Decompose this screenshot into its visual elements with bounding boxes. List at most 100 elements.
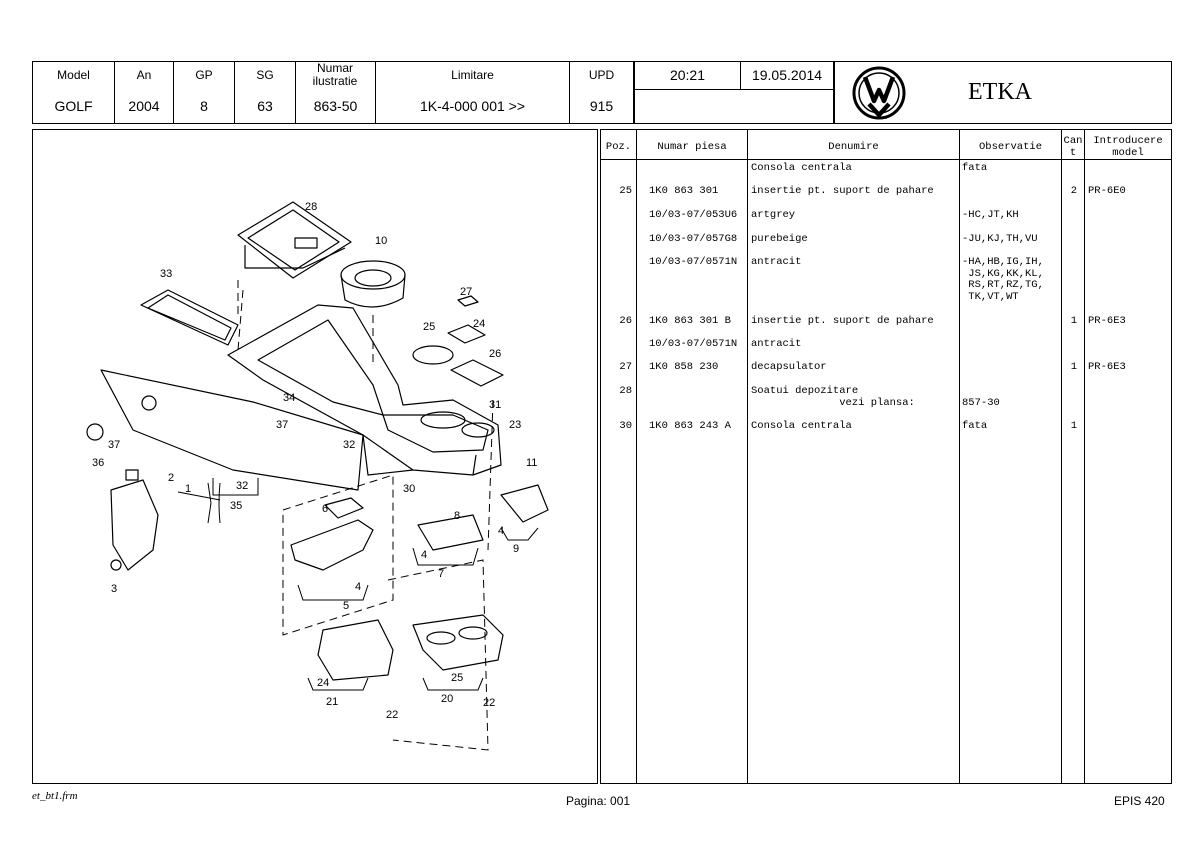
callout-10: 10: [375, 235, 387, 247]
cell-observatie: fata: [962, 420, 988, 432]
cell-denumire: insertie pt. suport de pahare: [751, 185, 934, 197]
cell-cant: 1: [1070, 315, 1077, 327]
callout-22b: 22: [483, 697, 495, 709]
callout-23: 23: [509, 419, 521, 431]
callout-28: 28: [305, 201, 317, 213]
callout-2: 2: [168, 472, 174, 484]
callout-20: 20: [441, 693, 453, 705]
cell-observatie: fata: [962, 162, 988, 174]
cell-poz: 28: [619, 385, 632, 397]
cell-denumire: purebeige: [751, 233, 808, 245]
header-divider: [114, 61, 115, 124]
col-header-poz: Poz.: [605, 141, 632, 153]
header-divider: [569, 61, 570, 124]
header-divider: [740, 61, 741, 89]
callout-1: 1: [185, 483, 191, 495]
cell-introducere-model: PR-6E3: [1088, 315, 1126, 327]
part-26-insert: [450, 359, 504, 387]
col-header-cant: Can t: [1063, 135, 1083, 159]
header-label-model: Model: [57, 68, 90, 82]
col-divider: [747, 130, 748, 783]
callout-5: 5: [343, 600, 349, 612]
vw-logo-icon: [852, 66, 906, 120]
header-date: 19.05.2014: [751, 67, 823, 83]
callout-22: 22: [386, 709, 398, 721]
header-label-numar-ilustratie: Numar ilustratie: [312, 61, 358, 88]
cell-numar-piesa: 1K0 863 243 A: [649, 420, 731, 432]
cell-denumire: decapsulator: [751, 361, 827, 373]
cell-observatie: 857-30: [962, 396, 1000, 409]
footer-page-number: Pagina: 001: [566, 794, 631, 808]
callout-24b: 24: [317, 677, 329, 689]
cell-poz: 26: [619, 315, 632, 327]
cell-observatie: -HA,HB,IG,IH, JS,KG,KK,KL, RS,RT,RZ,TG, …: [962, 256, 1044, 303]
header-label-gp: GP: [195, 68, 213, 82]
col-header-numar-piesa: Numar piesa: [657, 141, 727, 153]
callout-31: 31: [489, 399, 501, 411]
cell-denumire: antracit: [751, 338, 802, 350]
callout-25b: 25: [451, 672, 463, 684]
part-27-opener: [457, 295, 479, 307]
footer-system: EPIS 420: [1114, 794, 1165, 808]
header-value-numar-ilustratie: 863-50: [313, 98, 358, 114]
cell-numar-piesa: 1K0 858 230: [649, 361, 719, 373]
cell-denumire: Consola centrala: [751, 420, 852, 432]
callout-37b: 37: [108, 439, 120, 451]
header-label-sg: SG: [256, 68, 274, 82]
part-5-bracket: [290, 519, 374, 571]
header-label-limitare: Limitare: [451, 68, 494, 82]
callout-24: 24: [473, 318, 485, 330]
callout-25: 25: [423, 321, 435, 333]
cell-introducere-model: PR-6E0: [1088, 185, 1126, 197]
part-7-bracket: [417, 514, 484, 551]
part-21-drawer: [317, 619, 394, 681]
diagram-panel: [32, 129, 598, 784]
cell-denumire: artgrey: [751, 209, 796, 221]
header-divider: [375, 61, 376, 124]
cell-poz: 25: [619, 185, 632, 197]
cell-numar-piesa: 10/03-07/053U6: [649, 209, 738, 221]
header-value-sg: 63: [257, 98, 273, 114]
part-30-center-console: [227, 304, 502, 476]
part-25-insert: [412, 345, 454, 365]
cell-numar-piesa: 10/03-07/0571N: [649, 256, 738, 268]
cell-numar-piesa: 10/03-07/0571N: [649, 338, 738, 350]
cell-poz: 27: [619, 361, 632, 373]
callout-34: 34: [283, 392, 295, 404]
callout-8: 8: [454, 510, 460, 522]
callout-4b: 4: [421, 549, 427, 561]
col-divider: [636, 130, 637, 783]
header-label-an: An: [136, 68, 152, 82]
cell-denumire: Soatui depozitare vezi plansa:: [751, 385, 915, 409]
part-20-cupholder: [412, 614, 504, 671]
col-divider: [1061, 130, 1062, 783]
part-28-storage-tray: [237, 201, 352, 279]
cell-denumire: insertie pt. suport de pahare: [751, 315, 934, 327]
callout-4: 4: [498, 525, 504, 537]
col-header-denumire: Denumire: [828, 141, 879, 153]
callout-30: 30: [403, 483, 415, 495]
callout-33: 33: [160, 268, 172, 280]
header-divider: [633, 61, 635, 124]
cell-observatie: -JU,KJ,TH,VU: [962, 233, 1038, 245]
footer-form-name: et_bt1.frm: [32, 790, 78, 802]
parts-exploded-diagram: 28 10 33 27 25 24 26 34 31 37 32 23 11 3…: [86, 201, 549, 751]
header-value-limitare: 1K-4-000 001 >>: [419, 98, 526, 114]
callout-21: 21: [326, 696, 338, 708]
callout-36: 36: [92, 457, 104, 469]
header-value-gp: 8: [200, 98, 208, 114]
cell-poz: 30: [619, 420, 632, 432]
callouts: 28 10 33 27 25 24 26 34 31 37 32 23 11 3…: [92, 201, 537, 721]
cell-cant: 2: [1070, 185, 1077, 197]
part-33-trim-frame: [140, 289, 239, 346]
cell-denumire: Consola centrala: [751, 162, 852, 174]
table-header-divider: [601, 159, 1171, 160]
callout-3: 3: [111, 583, 117, 595]
callout-6: 6: [322, 503, 328, 515]
cell-denumire: antracit: [751, 256, 802, 268]
cell-introducere-model: PR-6E3: [1088, 361, 1126, 373]
header-value-an: 2004: [128, 98, 160, 114]
cell-numar-piesa: 1K0 863 301 B: [649, 315, 731, 327]
callout-9: 9: [513, 543, 519, 555]
callout-35: 35: [230, 500, 242, 512]
